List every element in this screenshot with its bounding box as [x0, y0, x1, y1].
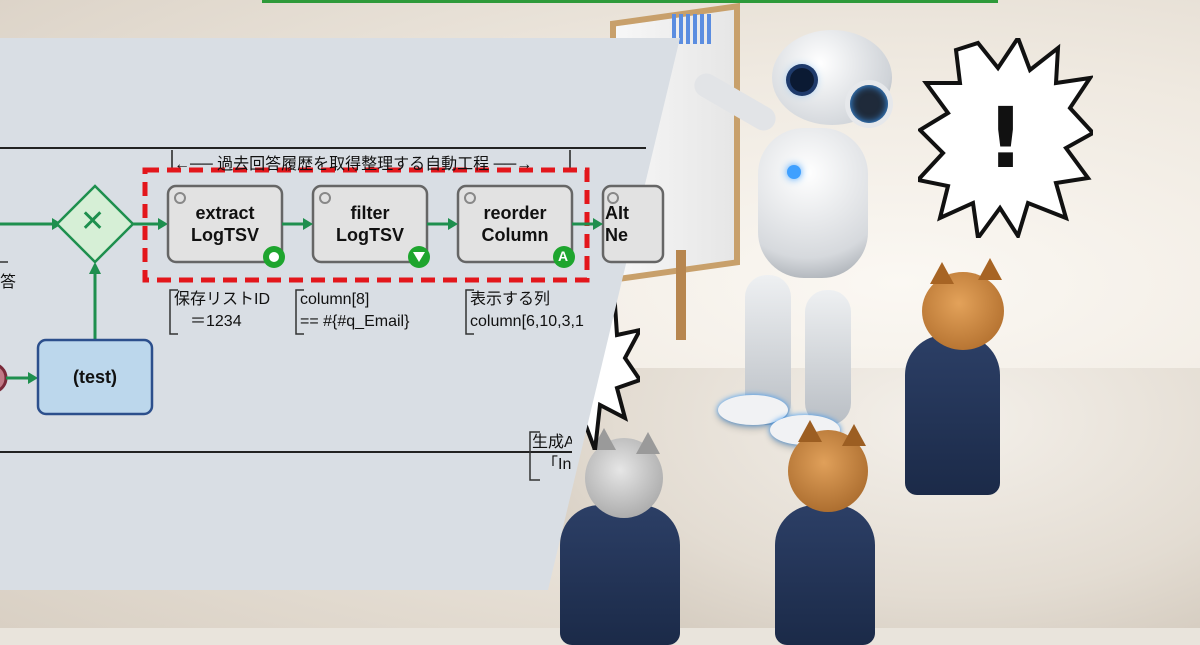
note-bracket [169, 289, 178, 335]
robot-core-light [787, 165, 801, 179]
task-label-line2: Column [481, 225, 549, 245]
task-label-line2: LogTSV [336, 225, 404, 245]
note-line1: 表示する列 [470, 291, 551, 308]
whiteboard-stand [676, 250, 686, 340]
badge-reorder-icon [553, 246, 575, 268]
cat-suit [775, 505, 875, 645]
note-columns: 表示する列 column[6,10,3,1 [470, 289, 622, 333]
note-line2: column[6,10,3,1 [470, 313, 584, 330]
lane-arrow-left: ←── [174, 156, 213, 173]
task-label-line2: LogTSV [191, 225, 259, 245]
workflow-diagram-panel: ←── 過去回答履歴を取得整理する自動工程 ──→ ✕ extract LogT… [0, 38, 680, 590]
cat-ear [930, 262, 954, 284]
task-label-line1: AIt [605, 203, 629, 223]
gateway-x-icon: ✕ [80, 204, 106, 239]
cat-suit [905, 335, 1000, 495]
note-list-id: 保存リストID ＝1234 [174, 289, 270, 333]
bottom-note: 生成A 「In [532, 432, 572, 476]
lane-title: ←── 過去回答履歴を取得整理する自動工程 ──→ [174, 150, 532, 174]
task-ai-label[interactable]: AIt Ne [605, 202, 645, 246]
note-line1: column[8] [300, 291, 370, 308]
note-line1: 保存リストID [174, 291, 271, 308]
note-bracket [465, 289, 474, 335]
gear-icon [174, 192, 619, 204]
note-filter-condition: column[8] == #{#q_Email} [300, 289, 409, 333]
diagram-canvas [0, 38, 680, 590]
top-green-line [262, 0, 998, 3]
lane-title-text: 過去回答履歴を取得整理する自動工程 [217, 156, 490, 173]
robot-leg-right [805, 290, 851, 425]
exclamation-mark: ! [986, 89, 1025, 187]
cat-ear [978, 258, 1002, 280]
task-test [36, 338, 154, 416]
task-label-line1: extract [195, 203, 255, 223]
note-bracket [295, 289, 304, 335]
robot-icon [758, 128, 868, 278]
badge-reorder-glyph: A [558, 248, 569, 264]
task-label-line1: filter [350, 203, 390, 223]
note-line2: 「In [542, 456, 572, 473]
cat-ear [842, 424, 866, 446]
robot-head [772, 30, 892, 125]
speech-bubble [918, 38, 1093, 238]
robot-ear [850, 85, 888, 123]
cat-ear [636, 432, 660, 454]
cat-icon [922, 272, 1004, 350]
cat-ear [798, 420, 822, 442]
task-label-line2: Ne [605, 225, 629, 245]
left-note: 答 [0, 274, 17, 291]
note-line2: ＝1234 [190, 313, 242, 330]
robot-eye [790, 68, 814, 92]
note-line1: 生成A [532, 434, 572, 451]
lane-arrow-right: ──→ [493, 156, 533, 173]
task-reorder-label[interactable]: reorder Column [458, 202, 572, 246]
task-filter-label[interactable]: filter LogTSV [313, 202, 427, 246]
task-extract-label[interactable]: extract LogTSV [168, 202, 282, 246]
task-label-line1: reorder [483, 203, 547, 223]
note-bracket [529, 431, 540, 481]
cat-suit [560, 505, 680, 645]
task-test-label[interactable]: (test) [73, 367, 117, 387]
note-line2: == #{#q_Email} [300, 313, 410, 330]
